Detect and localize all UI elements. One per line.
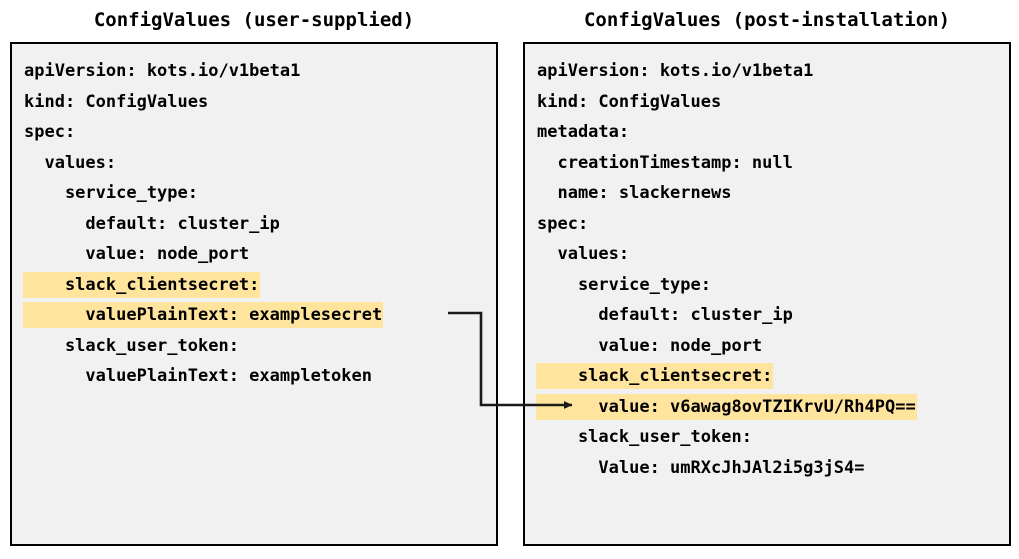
left-code-text: valuePlainText: exampletoken: [24, 366, 372, 386]
right-code-line: spec:: [537, 209, 1009, 240]
left-code-line: default: cluster_ip: [24, 209, 496, 240]
right-code-text: metadata:: [537, 122, 630, 142]
left-code-line: service_type:: [24, 178, 496, 209]
left-config-panel: apiVersion: kots.io/v1beta1 kind: ConfigV…: [10, 42, 498, 546]
left-code-line: kind: ConfigValues: [24, 87, 496, 118]
right-config-yaml: apiVersion: kots.io/v1beta1 kind: ConfigV…: [525, 44, 1009, 483]
left-code-text: default: cluster_ip: [24, 213, 280, 234]
left-code-text: valuePlainText: examplesecret: [24, 303, 383, 327]
left-code-text: values:: [24, 152, 117, 173]
right-config-panel: apiVersion: kots.io/v1beta1 kind: ConfigV…: [523, 42, 1011, 546]
right-code-line: apiVersion: kots.io/v1beta1: [537, 56, 1009, 87]
left-code-line: slack_clientsecret:: [24, 270, 496, 301]
left-code-text: apiVersion: kots.io/v1beta1: [24, 61, 301, 81]
left-panel-title: ConfigValues (user-supplied): [93, 9, 415, 31]
right-code-line: creationTimestamp: null: [537, 148, 1009, 179]
right-code-text: value: node_port: [537, 335, 763, 356]
left-code-text: service_type:: [24, 183, 198, 203]
left-code-text: slack_user_token:: [24, 335, 239, 356]
right-code-text: kind: ConfigValues: [537, 91, 722, 112]
right-code-text: creationTimestamp: null: [537, 152, 793, 173]
right-code-text: value: v6awag8ovTZIKrvU/Rh4PQ==: [537, 394, 916, 419]
right-code-text: spec:: [537, 213, 589, 234]
left-code-text: kind: ConfigValues: [24, 91, 209, 112]
right-code-line: values:: [537, 239, 1009, 270]
left-code-line: value: node_port: [24, 239, 496, 270]
right-code-text: service_type:: [537, 274, 711, 295]
left-code-line: slack_user_token:: [24, 331, 496, 362]
left-code-line: valuePlainText: examplesecret: [24, 300, 496, 331]
right-panel-title: ConfigValues (post-installation): [583, 9, 951, 31]
right-code-text: slack_user_token:: [537, 427, 752, 447]
right-code-line: Value: umRXcJhJAl2i5g3jS4=: [537, 453, 1009, 484]
right-code-line: name: slackernews: [537, 178, 1009, 209]
right-code-line: value: node_port: [537, 331, 1009, 362]
right-code-text: name: slackernews: [537, 183, 732, 203]
right-code-text: apiVersion: kots.io/v1beta1: [537, 61, 814, 81]
right-code-text: Value: umRXcJhJAl2i5g3jS4=: [537, 457, 865, 478]
right-code-line: service_type:: [537, 270, 1009, 301]
left-code-line: valuePlainText: exampletoken: [24, 361, 496, 392]
left-code-line: spec:: [24, 117, 496, 148]
right-code-line: kind: ConfigValues: [537, 87, 1009, 118]
left-config-yaml: apiVersion: kots.io/v1beta1 kind: ConfigV…: [12, 44, 496, 392]
left-code-text: value: node_port: [24, 244, 250, 264]
right-code-text: slack_clientsecret:: [537, 364, 773, 388]
left-code-text: slack_clientsecret:: [24, 272, 260, 297]
right-code-line: metadata:: [537, 117, 1009, 148]
right-code-line: slack_clientsecret:: [537, 361, 1009, 392]
right-code-line: slack_user_token:: [537, 422, 1009, 453]
left-code-text: spec:: [24, 122, 76, 142]
right-code-line: default: cluster_ip: [537, 300, 1009, 331]
right-code-text: values:: [537, 244, 630, 264]
right-code-text: default: cluster_ip: [537, 305, 793, 325]
left-code-line: apiVersion: kots.io/v1beta1: [24, 56, 496, 87]
right-code-line: value: v6awag8ovTZIKrvU/Rh4PQ==: [537, 392, 1009, 423]
left-code-line: values:: [24, 148, 496, 179]
